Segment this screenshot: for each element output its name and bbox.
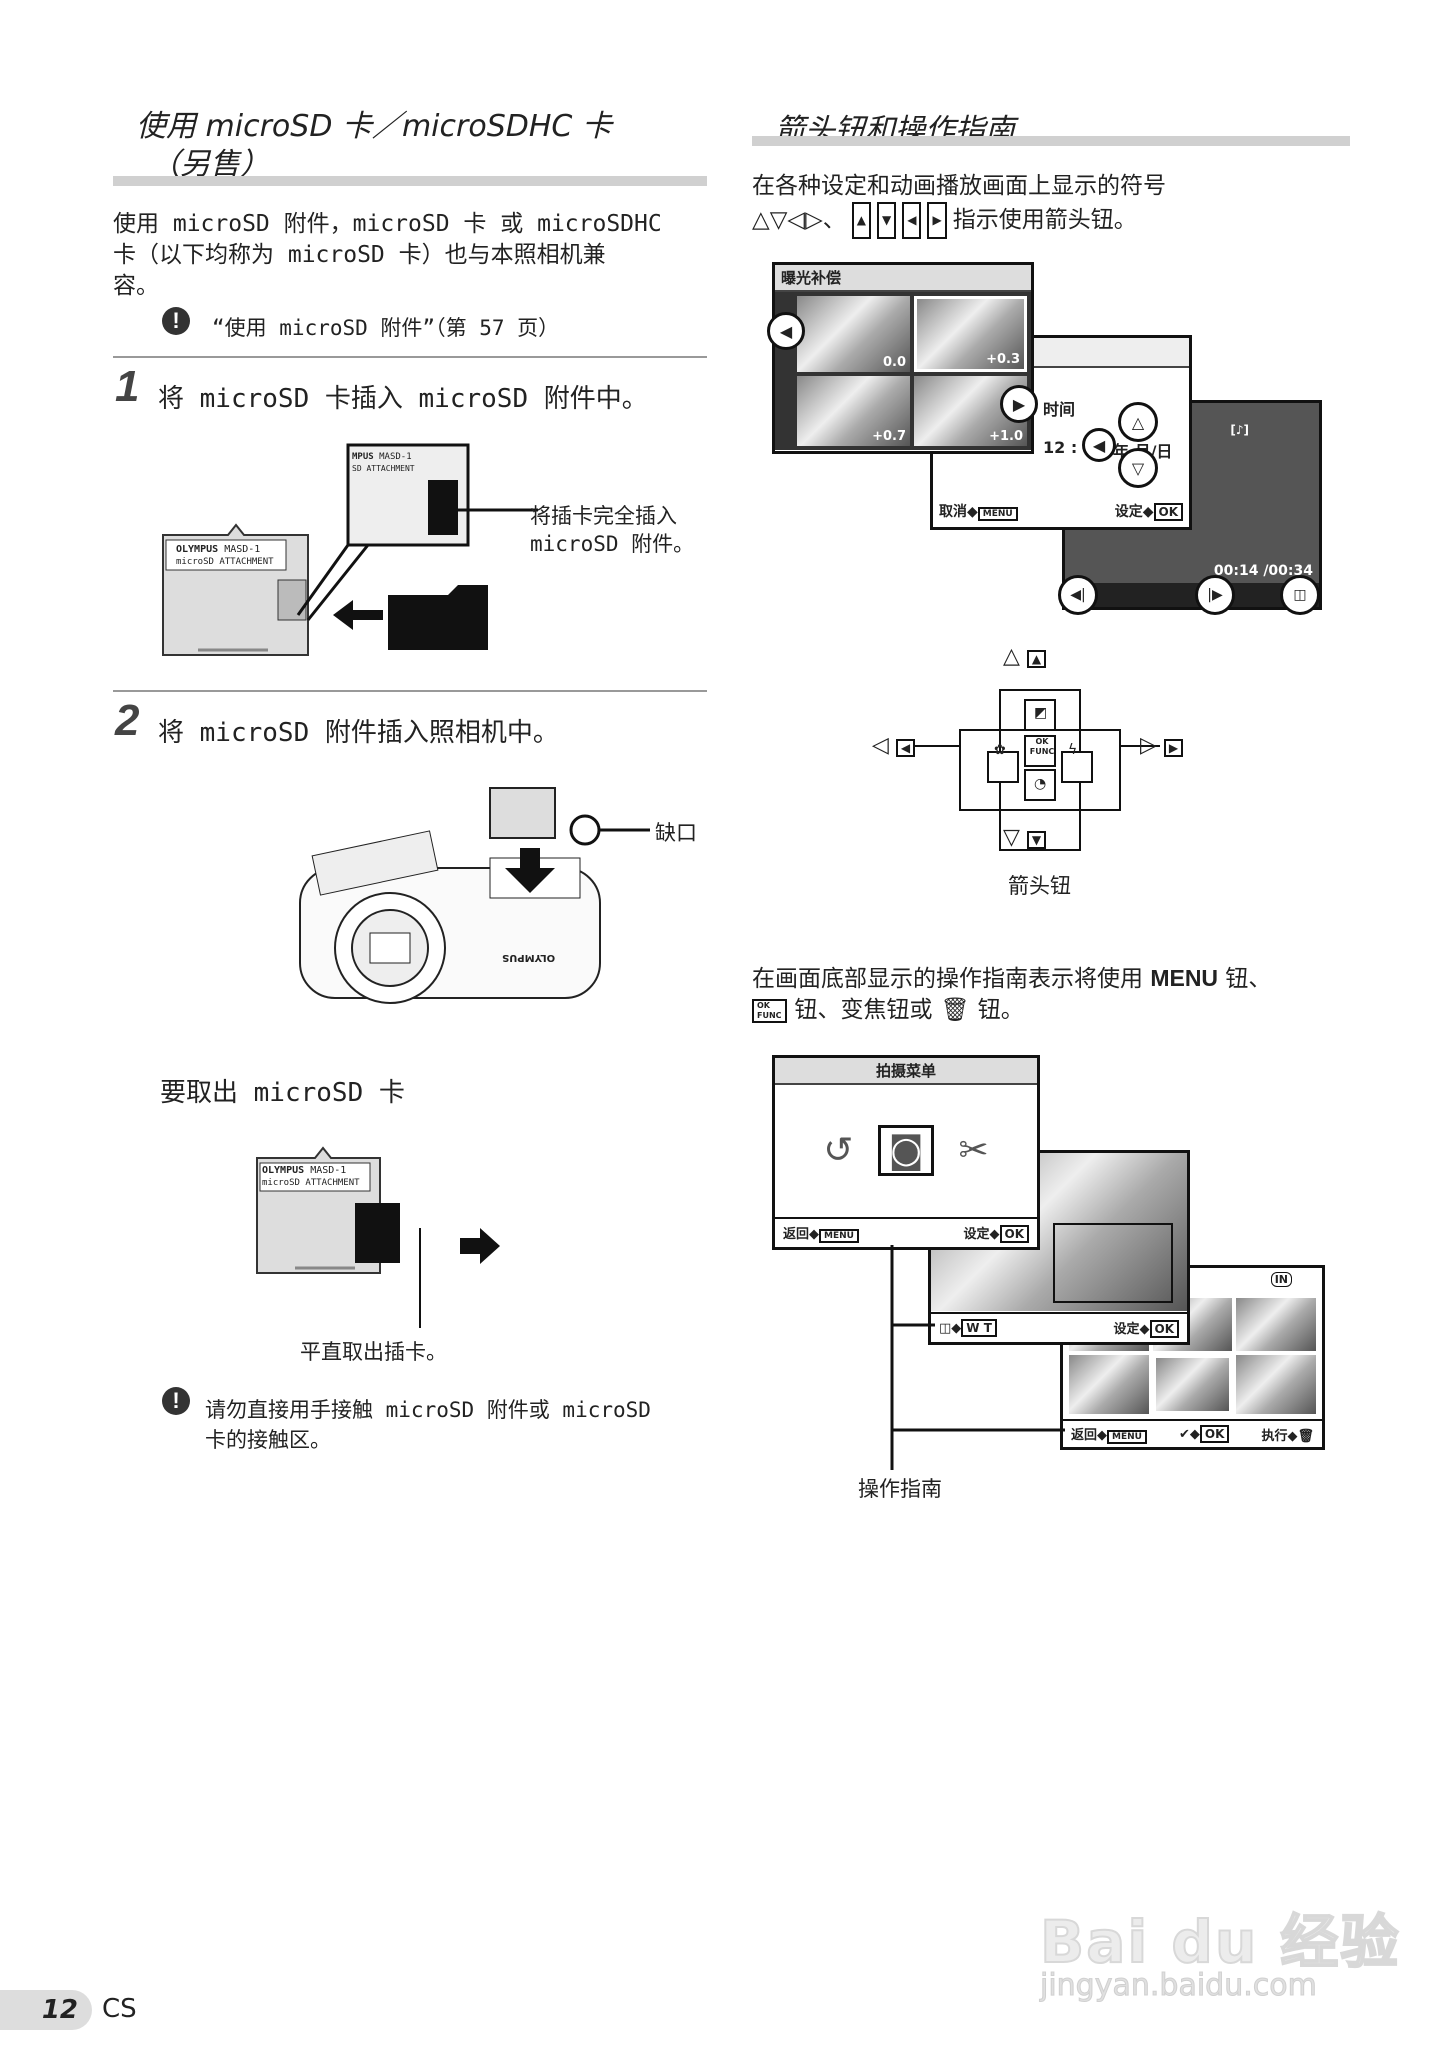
remove-adapter-label: microSD ATTACHMENT [262, 1178, 360, 1188]
up-arrow-icon: △ [1118, 402, 1158, 442]
watermark-logo: Bai du 经验 [1039, 1907, 1401, 1977]
dpad-diagram [860, 640, 1220, 860]
divider [113, 356, 707, 358]
camera-illustration [290, 778, 670, 1008]
guide-caption: 操作指南 [858, 1477, 942, 1501]
remove-title: 要取出 microSD 卡 [160, 1078, 405, 1108]
right-arrow-icon: ▶ [1000, 385, 1038, 423]
exposure-thumb: 0.0 [797, 296, 910, 372]
svg-text:!: ! [172, 1388, 179, 1413]
language-code: CS [102, 1994, 137, 2024]
dpad-caption: 箭头钮 [1008, 874, 1071, 898]
svg-text:!: ! [172, 308, 179, 333]
photo-screen: ◫◆W T 设定◆OK [928, 1150, 1190, 1345]
step2-text: 将 microSD 附件插入照相机中。 [158, 718, 559, 748]
caution-line2: 卡的接触区。 [205, 1428, 331, 1452]
zoom-brand: MPUS MASD-1 [352, 452, 412, 462]
dpad-right-label: ▷ ▶ [1140, 733, 1184, 758]
index-badge: IN [1270, 1272, 1292, 1287]
date-time-label: 时间 [1043, 400, 1076, 419]
step1-illustration [158, 440, 698, 660]
photo-guide-bar: ◫◆W T 设定◆OK [931, 1312, 1187, 1342]
page-number: 12 [0, 1990, 92, 2030]
right-intro-line2: △▽◁▷、 ▲ ▼ ◀ ▶ 指示使用箭头钮。 [752, 202, 1137, 239]
exposure-header: 曝光补偿 [775, 265, 1031, 292]
volume-icon: ◫ [1280, 575, 1320, 615]
tools-icon: ✂ [958, 1129, 989, 1171]
ref-note: “使用 microSD 附件”（第 57 页） [212, 316, 560, 340]
adapter-label: microSD ATTACHMENT [176, 557, 274, 567]
exposure-thumb: +0.3 [914, 296, 1027, 372]
rewind-icon: ◀| [1058, 575, 1098, 615]
macro-icon: ✿ [994, 742, 1006, 758]
caution-icon: ! [160, 305, 192, 337]
exposure-screen: 曝光补偿 0.0 +0.3 +0.7 +1.0 [772, 262, 1034, 454]
trash-icon: 🗑 [940, 997, 970, 1023]
date-time-value: 12 : 3 [1043, 438, 1094, 457]
left-section-title-bar [113, 176, 707, 186]
left-intro-line3: 容。 [113, 273, 159, 299]
remove-caption: 平直取出插卡。 [300, 1340, 447, 1364]
down-button-icon: ▼ [877, 202, 897, 239]
exposure-thumb: +0.7 [797, 376, 910, 446]
exposure-icon: ◩ [1034, 705, 1048, 721]
guide-leader-lines [890, 1245, 1070, 1475]
right-section-title-bar [752, 136, 1350, 146]
callout-notch: 缺口 [655, 821, 697, 845]
video-time: 00:14 /00:34 [1213, 563, 1313, 579]
up-button-icon: ▲ [851, 202, 871, 239]
left-section-title-line1: 使用 microSD 卡／microSDHC 卡 [136, 109, 612, 144]
left-arrow-icon: ◀ [767, 312, 805, 350]
callout-insert-line1: 将插卡完全插入 [530, 504, 677, 528]
remove-adapter-brand: OLYMPUS MASD-1 [262, 1165, 347, 1176]
cancel-guide: 取消◆MENU [939, 501, 1018, 521]
remove-illustration [255, 1138, 505, 1328]
guide-line1: 在画面底部显示的操作指南表示将使用 MENU 钮、 [752, 965, 1272, 992]
zoom-label: SD ATTACHMENT [352, 464, 415, 473]
divider [113, 690, 707, 692]
right-button-icon: ▶ [927, 202, 947, 239]
menu-guide-bar: 返回◆MENU 设定◆OK [775, 1217, 1037, 1247]
step2-number: 2 [115, 696, 140, 745]
index-guide-bar: 返回◆MENU ✔◆OK 执行◆🗑 [1063, 1419, 1322, 1447]
camera-brand: OLYMPUS [502, 952, 556, 963]
forward-icon: |▶ [1195, 575, 1235, 615]
left-button-icon: ◀ [902, 202, 922, 239]
arrow-symbols: △▽◁▷、 [752, 207, 846, 233]
callout-insert-line2: microSD 附件。 [530, 532, 695, 556]
left-arrow-icon: ◀ [1082, 428, 1116, 462]
left-intro-line1: 使用 microSD 附件，microSD 卡 或 microSDHC [113, 211, 662, 237]
timer-icon: ◔ [1034, 776, 1047, 792]
menu-screen: 拍摄菜单 ↺ ◙ ✂ 返回◆MENU 设定◆OK [772, 1055, 1040, 1250]
caution-line1: 请勿直接用手接触 microSD 附件或 microSD [205, 1398, 651, 1422]
adapter-brand: OLYMPUS MASD-1 [176, 544, 261, 555]
dpad-left-label: ◁ ◀ [872, 733, 916, 758]
down-arrow-icon: ▽ [1118, 448, 1158, 488]
menu-header: 拍摄菜单 [775, 1058, 1037, 1085]
dpad-down-label: ▽ ▼ [1003, 825, 1047, 850]
left-intro-line2: 卡（以下均称为 microSD 卡）也与本照相机兼 [113, 242, 606, 268]
dpad-up-label: △ ▲ [1003, 644, 1047, 669]
return-icon: ↺ [823, 1129, 854, 1171]
right-intro-line1: 在各种设定和动画播放画面上显示的符号 [752, 173, 1166, 199]
camera-icon: ◙ [877, 1124, 935, 1176]
video-icon-badge: [♪] [1230, 423, 1249, 437]
flash-icon: ϟ [1068, 742, 1078, 758]
caution-icon: ! [160, 1385, 192, 1417]
step1-text: 将 microSD 卡插入 microSD 附件中。 [158, 384, 648, 414]
watermark-url: jingyan.baidu.com [1040, 1968, 1318, 2004]
set-guide: 设定◆OK [1115, 501, 1183, 521]
step1-number: 1 [115, 362, 140, 411]
